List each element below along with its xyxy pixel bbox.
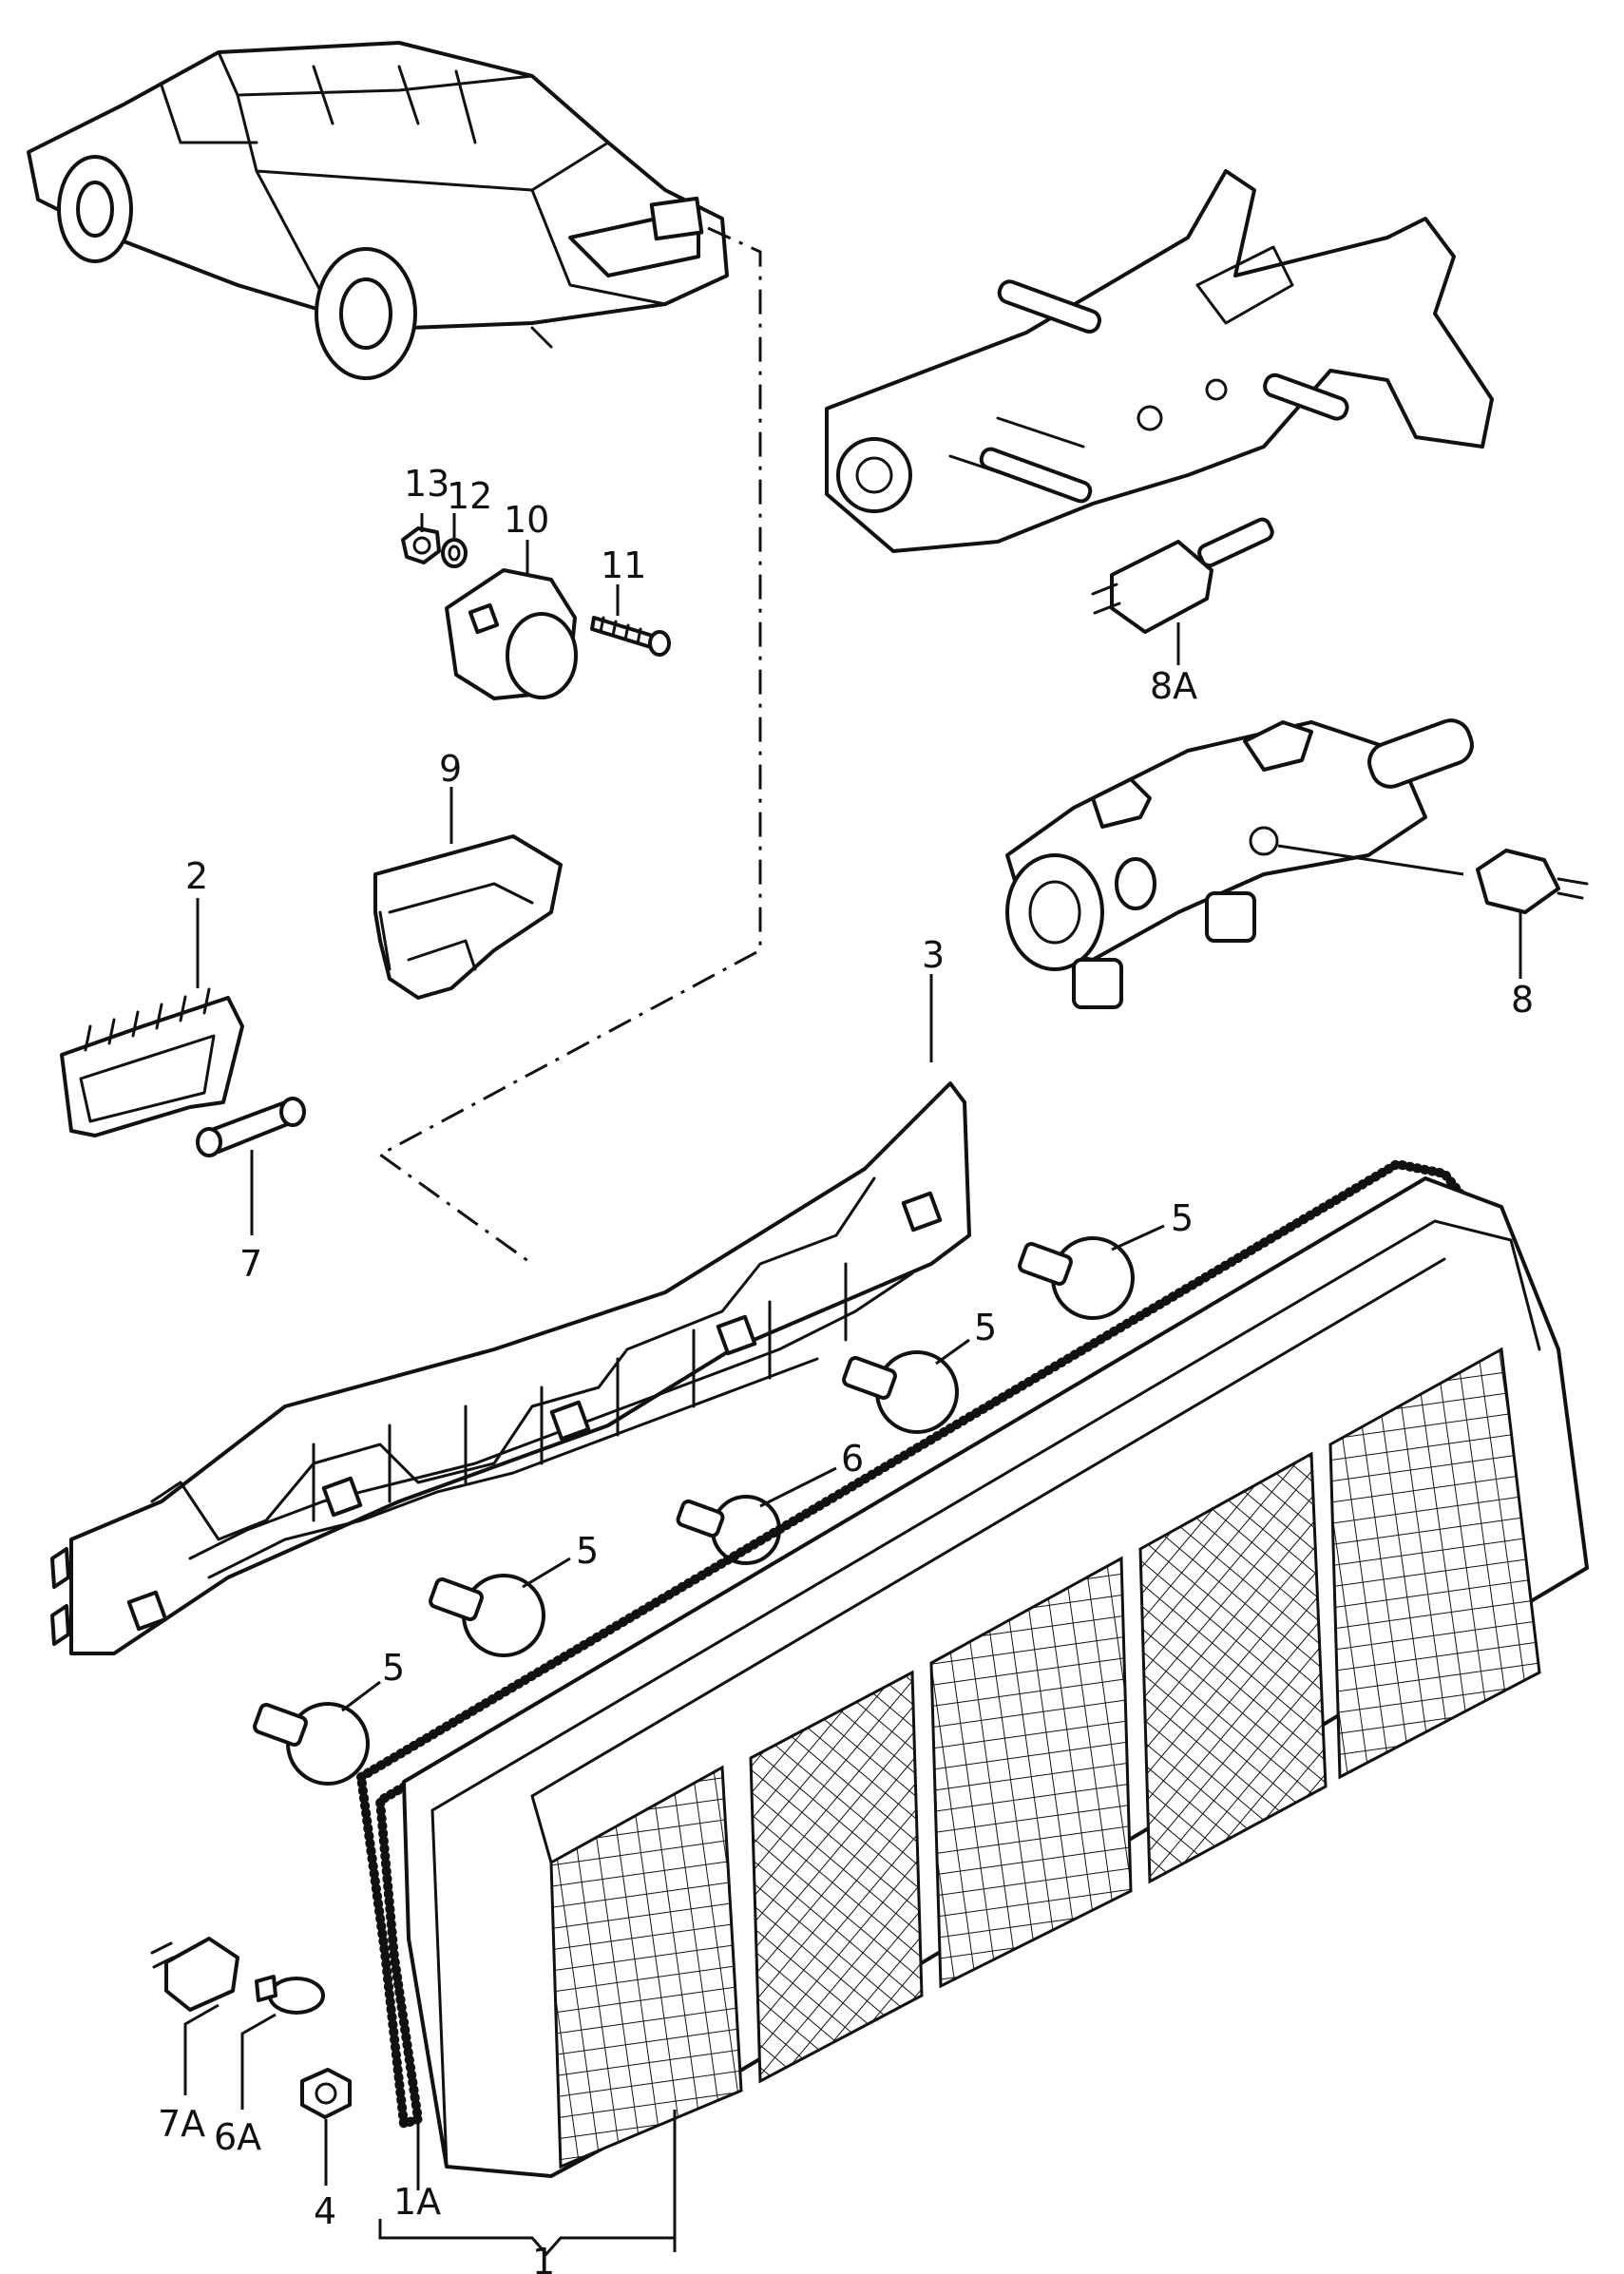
bulb-5-a [1018,1224,1165,1320]
label-7a: 7A [158,2103,205,2145]
pedal-bracket [825,169,1494,553]
label-13: 13 [404,463,449,505]
label-2: 2 [185,855,208,897]
festoon-bulb-7 [196,1097,306,1235]
label-5-c: 5 [576,1530,599,1572]
brake-light-switch-8a [1091,517,1274,665]
cover-2 [60,898,244,1137]
bracket-1 [378,2219,677,2257]
label-4: 4 [314,2190,336,2232]
label-6: 6 [841,1438,864,1480]
brake-light-switch-8 [1476,849,1589,979]
lens-segment-4 [1138,1451,1328,1884]
bulb-6 [676,1466,837,1565]
wedge-bulb-6a [240,1975,325,2110]
bulb-carrier-3 [50,974,971,1655]
label-8a: 8A [1150,665,1197,707]
brake-master-cylinder [1005,718,1474,1009]
label-12: 12 [447,475,492,517]
label-9: 9 [439,748,462,790]
lens-segment-3 [929,1556,1133,1989]
tail-light-assembly-1 [355,1158,1589,2252]
label-11: 11 [601,545,646,586]
bulb-5-c [429,1557,571,1657]
lens-segment-5 [1328,1347,1541,1780]
bulb-5-d [253,1680,381,1786]
label-8: 8 [1511,979,1534,1021]
label-1: 1 [532,2241,555,2274]
label-7: 7 [239,1243,262,1285]
part-labels: 1 1A 2 3 4 5 5 6 5 5 6A 7 7A 8 8A 9 10 1… [158,463,1534,2274]
label-5-a: 5 [1171,1197,1194,1239]
lens-segment-1 [549,1765,743,2169]
bracket-9 [373,787,563,1000]
car-to-light-reference-line [377,226,762,1266]
lamp-holder-assembly [401,513,671,700]
label-6a: 6A [214,2116,261,2158]
label-10: 10 [504,499,549,541]
label-1a: 1A [393,2181,441,2223]
car-illustration [27,41,729,380]
nut-4 [300,2068,352,2186]
label-5-b: 5 [974,1307,997,1348]
label-3: 3 [922,934,945,976]
label-5-d: 5 [382,1647,405,1689]
bulb-socket-7a [150,1937,239,2095]
bulb-5-b [842,1338,970,1434]
lens-segment-2 [749,1670,924,2084]
